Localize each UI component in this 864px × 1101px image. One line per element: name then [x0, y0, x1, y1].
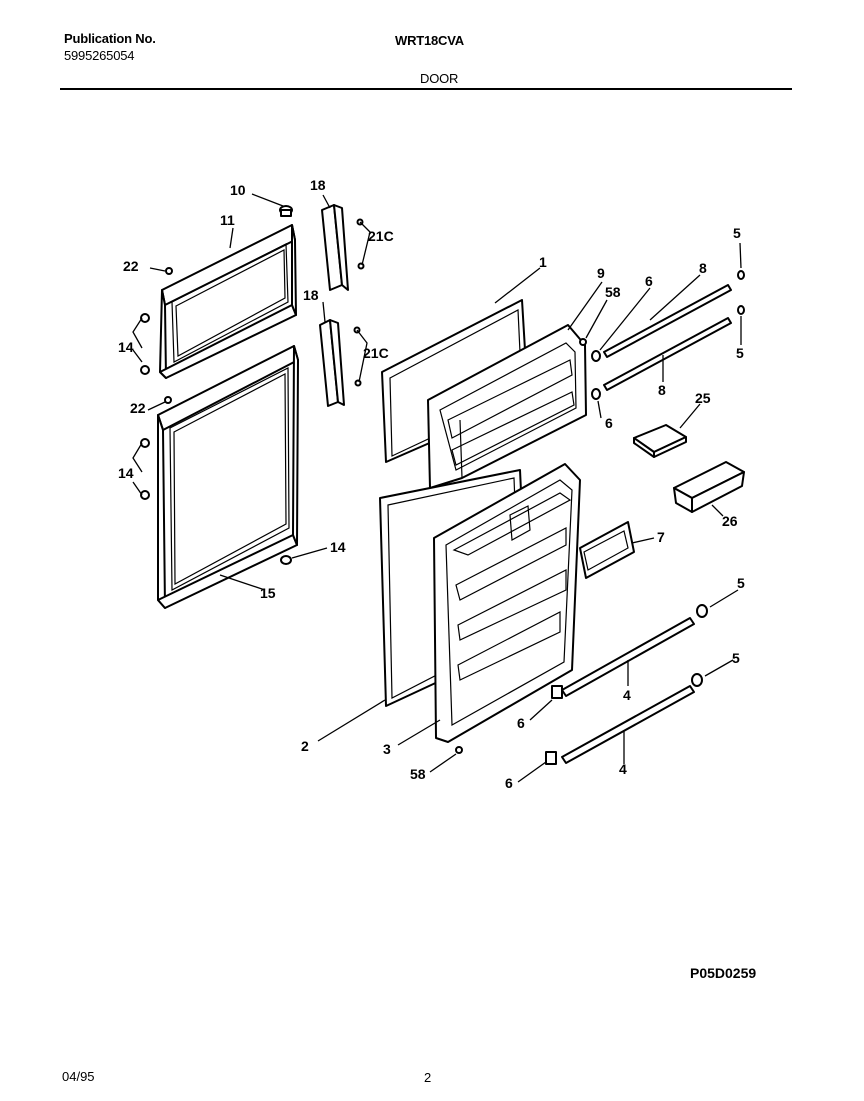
callout-14-lower: 14 — [330, 539, 346, 555]
callout-18-upper: 18 — [310, 177, 326, 193]
fresh-food-gasket-frame-15 — [157, 345, 299, 609]
screw-58-upper — [579, 338, 587, 346]
shelf-bar-8-lower — [603, 317, 732, 391]
plug-14-c — [140, 438, 150, 448]
freezer-gasket-frame-11 — [159, 224, 297, 379]
top-hinge-cap-10 — [279, 205, 293, 217]
callout-15: 15 — [260, 585, 276, 601]
screw-22-lower — [164, 396, 172, 404]
bar-end-cap-5-b — [737, 305, 745, 315]
dairy-shelf-25 — [633, 424, 687, 458]
diagram-code: P05D0259 — [690, 965, 757, 981]
plug-14-a — [140, 313, 150, 323]
section-title: DOOR — [420, 71, 459, 86]
callout-6-upper: 6 — [645, 273, 653, 289]
page-number: 2 — [424, 1070, 432, 1085]
callout-6-second: 6 — [605, 415, 613, 431]
callout-14-middle: 14 — [118, 465, 134, 481]
callout-11: 11 — [220, 212, 235, 228]
callout-58-upper: 58 — [605, 284, 621, 300]
plug-14-d — [140, 490, 150, 500]
callout-5-top: 5 — [733, 225, 741, 241]
callout-6-third: 6 — [517, 715, 525, 731]
callout-25: 25 — [695, 390, 711, 406]
callout-6-fourth: 6 — [505, 775, 513, 791]
door-bin-26 — [673, 461, 745, 513]
callout-1: 1 — [539, 254, 547, 270]
callout-5-second: 5 — [736, 345, 744, 361]
callout-3: 3 — [383, 741, 391, 757]
publication-number: 5995265054 — [64, 48, 135, 63]
shelf-bar-4-lower — [545, 673, 703, 765]
callout-5-third: 5 — [737, 575, 745, 591]
leader-lines — [132, 193, 742, 783]
callout-22-lower: 22 — [130, 400, 146, 416]
callout-21c-lower: 21C — [363, 345, 389, 361]
handle-18-lower — [319, 319, 362, 407]
callout-labels: 10 11 22 14 22 14 14 15 18 21C 18 21C 1 … — [118, 177, 745, 791]
bar-clip-6-a — [591, 350, 601, 362]
shelf-bar-8-upper — [603, 284, 732, 358]
plug-14-b — [140, 365, 150, 375]
callout-8-upper: 8 — [699, 260, 707, 276]
publication-label: Publication No. — [64, 31, 156, 46]
bar-clip-6-b — [591, 388, 601, 400]
callout-10: 10 — [230, 182, 246, 198]
handle-18-upper — [321, 204, 365, 291]
plug-14-e — [280, 555, 292, 565]
dairy-door-7 — [579, 521, 635, 579]
callout-22-upper: 22 — [123, 258, 139, 274]
callout-7: 7 — [657, 529, 665, 545]
callout-8-lower: 8 — [658, 382, 666, 398]
header-rule — [60, 88, 792, 90]
model-number: WRT18CVA — [395, 33, 464, 48]
callout-58-lower: 58 — [410, 766, 426, 782]
callout-18-lower: 18 — [303, 287, 319, 303]
callout-4-lower: 4 — [619, 761, 627, 777]
callout-21c-upper: 21C — [368, 228, 394, 244]
callout-14-upper: 14 — [118, 339, 134, 355]
screw-22-upper — [165, 267, 173, 275]
screw-58-lower — [455, 746, 463, 754]
callout-26: 26 — [722, 513, 738, 529]
callout-9: 9 — [597, 265, 605, 281]
bar-end-cap-5-a — [737, 270, 745, 280]
callout-4-upper: 4 — [623, 687, 631, 703]
shelf-bar-4-upper — [551, 604, 708, 699]
fresh-food-door-liner-3 — [433, 463, 581, 743]
footer-date: 04/95 — [62, 1069, 95, 1084]
callout-2: 2 — [301, 738, 309, 754]
callout-5-fourth: 5 — [732, 650, 740, 666]
